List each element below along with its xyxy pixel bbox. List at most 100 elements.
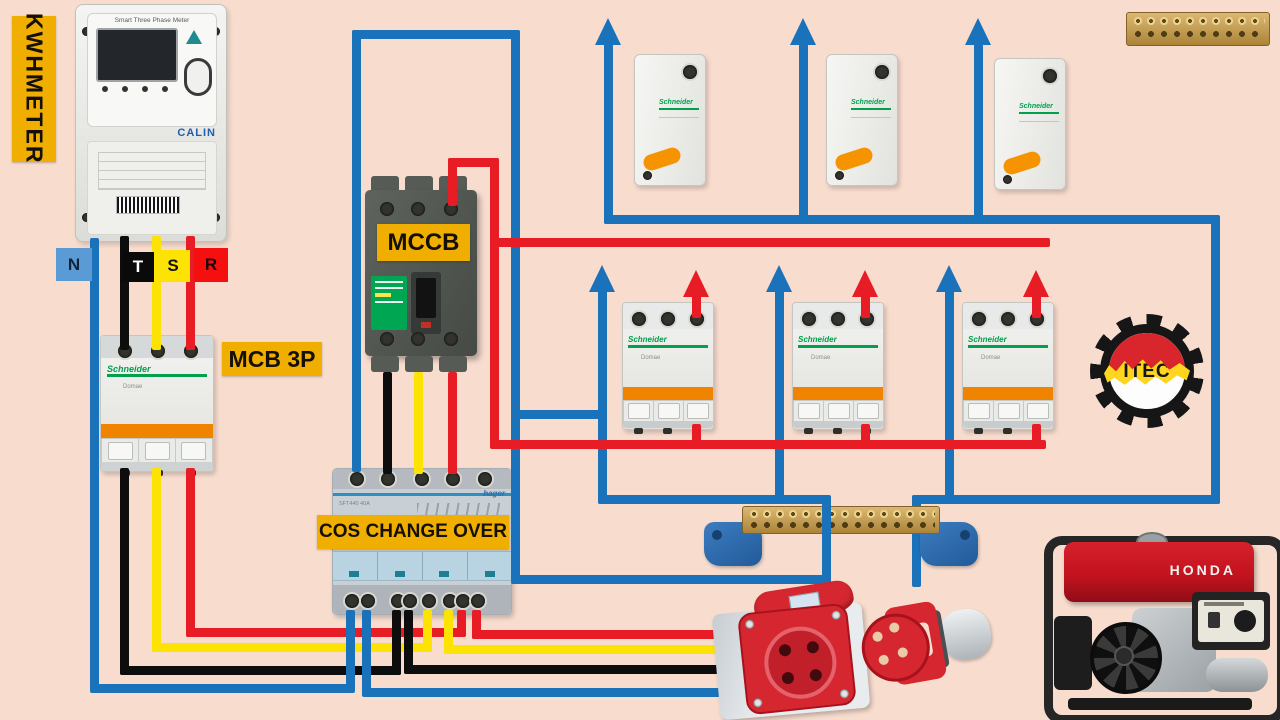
cos-contact-marks: [417, 503, 503, 515]
wire-n-cos-down: [362, 610, 371, 694]
breaker-toggle: [798, 403, 820, 419]
breaker-screw: [835, 171, 844, 180]
breaker-model: Domae: [123, 384, 143, 390]
busbar-hole-row: [1131, 29, 1265, 39]
schneider-logo: Schneider: [628, 335, 667, 344]
honda-generator: HONDA: [1040, 530, 1280, 720]
three-phase-socket: [710, 578, 878, 720]
cos-bottom-terminal: [361, 594, 375, 608]
mccb-pole: [411, 332, 425, 346]
mccb-pole: [444, 332, 458, 346]
green-stripe: [798, 345, 878, 348]
wire-n-meter-drop: [90, 238, 99, 688]
wire-s-cos-down: [444, 610, 453, 654]
wire-r-stub-2: [861, 424, 870, 446]
green-stripe: [968, 345, 1048, 348]
breaker-toggle: [828, 403, 850, 419]
terminal-s-label: S: [167, 256, 179, 275]
wire-s-bottom-left: [152, 643, 432, 652]
busbar-hole-row: [747, 520, 935, 530]
wire-r-mccb-top-up: [448, 158, 457, 206]
orange-band: [793, 387, 883, 400]
terminal-chip-t: T: [122, 252, 154, 282]
neutral-arrow-top-1: [595, 18, 621, 45]
mccb-tab: [371, 176, 399, 194]
phase-arrow-mid-3: [1023, 270, 1049, 297]
cos-bottom-terminal: [456, 594, 470, 608]
wire-n-top-arrow3: [974, 44, 983, 224]
meter-logo-triangle: [186, 30, 202, 44]
neutral-arrow-mid-2: [766, 265, 792, 292]
hager-logo: hager: [483, 489, 505, 498]
mccb-pole: [380, 332, 394, 346]
cos-window: [333, 551, 511, 581]
schneider-logo: Schneider: [1019, 103, 1053, 110]
breaker-3p-1: Schneider Domae: [622, 302, 714, 434]
wire-r-stub-3: [1032, 424, 1041, 446]
meter-top-panel: Smart Three Phase Meter: [87, 13, 217, 127]
mccb-tab: [439, 356, 467, 372]
wire-n-bottom-left: [90, 684, 355, 693]
generator-outlet: [1234, 610, 1256, 632]
wire-n-mid-bus-right: [912, 495, 1220, 504]
mccb-device: [365, 176, 477, 374]
breaker-toggle: [968, 403, 990, 419]
wire-r-arrow-stem-3: [1032, 294, 1041, 318]
breaker-nub: [634, 428, 643, 434]
wire-n-cos-top-up: [352, 30, 361, 472]
wire-t-meter-to-mcb: [120, 236, 129, 350]
terminal-r-label: R: [204, 255, 218, 274]
breaker-screw: [1003, 175, 1012, 184]
wire-n-busbar-riser: [822, 498, 831, 580]
generator-recoil-fan: [1090, 622, 1162, 694]
wire-n-mid-arrow1: [598, 290, 607, 504]
breaker-toggle-orange: [641, 145, 683, 173]
wire-s-cos-up: [423, 610, 432, 652]
socket-pin-hole: [781, 671, 795, 685]
meter-button: [162, 86, 168, 92]
plug-pin: [888, 621, 901, 634]
generator-air-filter: [1054, 616, 1092, 690]
mccb-body: [365, 190, 477, 356]
mcb-3p-device: Schneider Domae: [100, 335, 214, 476]
breaker-nub: [833, 428, 842, 434]
cos-bottom-terminal: [471, 594, 485, 608]
wire-t-mccb-to-cos: [383, 372, 392, 474]
mccb-tab: [405, 176, 433, 194]
breaker-nub: [804, 428, 813, 434]
socket-screw: [744, 619, 755, 630]
breaker-toggle: [1027, 403, 1049, 419]
mcb-label: MCB 3P: [222, 342, 322, 376]
wire-n-cos-up: [346, 610, 355, 690]
breaker-model: Domae: [811, 355, 831, 361]
green-stripe: [107, 374, 207, 377]
wire-r-stub-1: [692, 424, 701, 446]
meter-screw: [82, 27, 91, 36]
wire-r-arrow-stem-1: [692, 294, 701, 318]
wire-t-mcb-drop: [120, 468, 129, 675]
cos-top-terminal: [446, 472, 460, 486]
breaker-toggle-orange: [833, 145, 875, 173]
honda-logo: HONDA: [1169, 562, 1236, 578]
green-stripe: [628, 345, 708, 348]
socket-screw: [839, 688, 850, 699]
terminal-chip-n: N: [56, 248, 92, 281]
orange-band: [101, 424, 213, 438]
breaker-toggle: [628, 403, 650, 419]
wire-r-mccb-to-cos: [448, 372, 457, 474]
wire-n-mid-arrow2: [775, 290, 784, 504]
socket-pin-hole: [806, 640, 820, 654]
terminal-t-label: T: [132, 257, 144, 276]
wire-r-cos-up: [457, 610, 466, 637]
kwhmeter-label: KWHMETER: [12, 13, 56, 165]
socket-recess: [760, 623, 840, 703]
green-stripe: [1019, 112, 1059, 114]
terminal-chip-s: S: [156, 250, 190, 282]
generator-switch: [1208, 612, 1220, 628]
wire-n-mid-arrow3: [945, 290, 954, 504]
kwhmeter-label-text: KWHMETER: [21, 13, 48, 165]
schneider-logo: Schneider: [851, 99, 885, 106]
meter-lcd: [96, 28, 178, 82]
breaker-toggle: [658, 403, 680, 419]
socket-pin-hole: [778, 643, 792, 657]
